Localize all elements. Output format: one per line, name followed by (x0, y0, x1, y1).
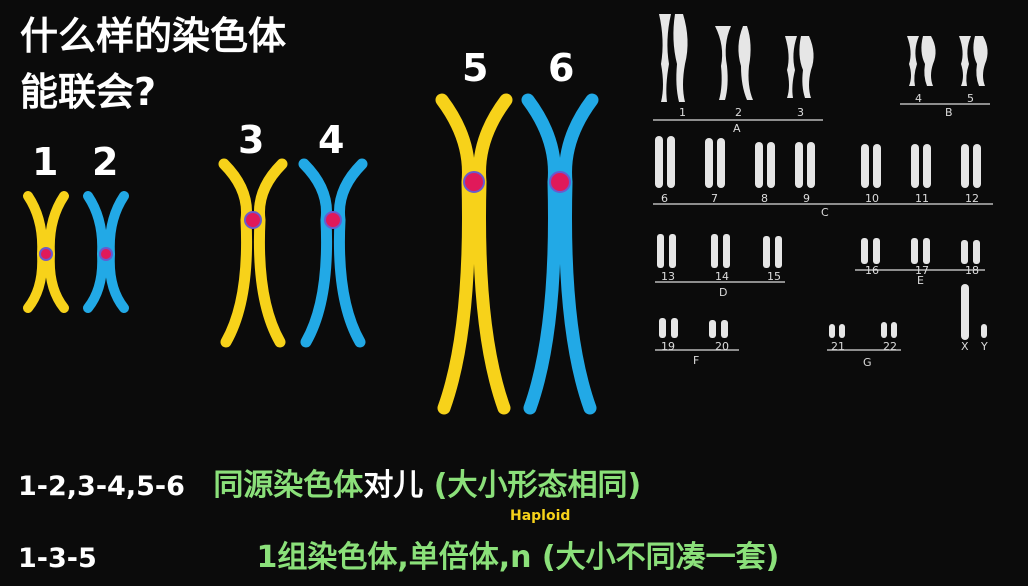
karyotype-group-f: F (693, 354, 700, 367)
karyotype-chromosomes (653, 14, 993, 351)
karyotype-label-7: 7 (711, 192, 718, 205)
karyotype-label-15: 15 (767, 270, 781, 283)
centromere-1 (39, 247, 53, 261)
title-line-1: 什么样的染色体 (20, 14, 287, 58)
chromosome-number-6: 6 (548, 46, 575, 90)
karyotype-label-3: 3 (797, 106, 804, 119)
karyotype-label-11: 11 (915, 192, 929, 205)
karyotype-image: 1 2 3 4 5 A B 6 7 8 9 10 11 12 C 13 14 1… (645, 8, 1005, 388)
karyotype-label-2: 2 (735, 106, 742, 119)
karyotype-label-18: 18 (965, 264, 979, 277)
homologous-row: 1-2,3-4,5-6 同源染色体对儿 (大小形态相同) (18, 460, 641, 504)
karyotype-label-19: 19 (661, 340, 675, 353)
karyotype-label-x: X (961, 340, 969, 353)
karyotype-group-a: A (733, 122, 741, 135)
chromosome-6 (521, 93, 599, 415)
karyotype-label-22: 22 (883, 340, 897, 353)
chromosome-2 (83, 191, 129, 313)
karyotype-group-d: D (719, 286, 728, 299)
karyotype-group-b: B (945, 106, 953, 119)
karyotype-label-20: 20 (715, 340, 729, 353)
homologous-note: (大小形态相同) (423, 468, 642, 503)
centromere-6 (549, 171, 571, 193)
chromosome-illustration (23, 93, 599, 415)
karyotype-label-9: 9 (803, 192, 810, 205)
centromere-4 (324, 211, 342, 229)
chromosome-number-4: 4 (318, 118, 345, 162)
haploid-description: 1组染色体,单倍体,n (大小不同凑一套) (256, 540, 780, 575)
title-line-2: 能联会? (20, 70, 157, 114)
slide-title: 什么样的染色体 能联会? (20, 8, 286, 120)
centromere-2 (99, 247, 113, 261)
karyotype-label-4: 4 (915, 92, 922, 105)
centromere-5 (463, 171, 485, 193)
chromosome-1 (23, 191, 69, 313)
karyotype-label-14: 14 (715, 270, 729, 283)
chromosome-number-3: 3 (238, 118, 265, 162)
chromosome-number-1: 1 (32, 140, 59, 184)
homologous-term: 同源染色体 (213, 468, 364, 503)
karyotype-label-12: 12 (965, 192, 979, 205)
chromosome-number-5: 5 (462, 46, 489, 90)
chromosome-5 (435, 93, 513, 415)
chromosome-4 (298, 158, 368, 348)
haploid-set-label: 1-3-5 (18, 543, 97, 574)
karyotype-group-g: G (863, 356, 872, 369)
haploid-row: 1-3-5 1组染色体,单倍体,n (大小不同凑一套) (18, 532, 779, 576)
chromosome-number-2: 2 (92, 140, 119, 184)
karyotype-label-10: 10 (865, 192, 879, 205)
centromere-3 (244, 211, 262, 229)
haploid-label: Haploid (510, 508, 571, 524)
karyotype-label-1: 1 (679, 106, 686, 119)
karyotype-group-e: E (917, 274, 924, 287)
homologous-pairs-label: 1-2,3-4,5-6 (18, 471, 185, 502)
karyotype-label-y: Y (981, 340, 988, 353)
homologous-pair-word: 对儿 (363, 468, 424, 503)
karyotype-label-6: 6 (661, 192, 668, 205)
karyotype-label-8: 8 (761, 192, 768, 205)
karyotype-label-21: 21 (831, 340, 845, 353)
karyotype-label-17: 17 (915, 264, 929, 277)
chromosome-3 (218, 158, 288, 348)
karyotype-group-c: C (821, 206, 829, 219)
karyotype-label-16: 16 (865, 264, 879, 277)
karyotype-label-5: 5 (967, 92, 974, 105)
karyotype-label-13: 13 (661, 270, 675, 283)
